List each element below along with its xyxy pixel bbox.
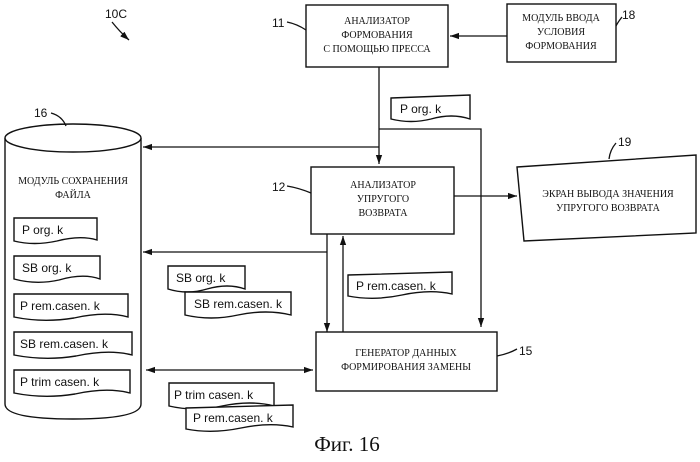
springback-analyzer-line-2: УПРУГОГО [357, 194, 409, 205]
flow-doc-p-rem-bottom: P rem.casen. k [186, 405, 293, 431]
file-storage-cylinder-top [5, 124, 141, 152]
flow-doc-p-rem-bottom-label: P rem.casen. k [193, 411, 274, 425]
stored-file-p-trim-label: P trim casen. k [20, 375, 100, 389]
press-forming-analyzer-ref-leader [287, 22, 306, 30]
replacement-data-generator-ref-leader [497, 349, 517, 356]
stored-file-sb-org-label: SB org. k [22, 261, 72, 275]
figure-ref-arrow [112, 22, 129, 40]
flow-doc-p-trim: P trim casen. k [169, 383, 274, 409]
stored-file-sb-rem-label: SB rem.casen. k [20, 337, 109, 351]
press-forming-analyzer-line-2: ФОРМОВАНИЯ [341, 30, 413, 41]
flow-doc-sb-org: SB org. k [168, 266, 245, 292]
springback-analyzer-line-1: АНАЛИЗАТОР [350, 180, 416, 191]
flow-doc-sb-org-label: SB org. k [176, 271, 226, 285]
flow-doc-p-trim-label: P trim casen. k [174, 388, 254, 402]
flow-doc-sb-rem: SB rem.casen. k [185, 292, 291, 318]
forming-condition-input-line-1: МОДУЛЬ ВВОДА [522, 13, 600, 24]
flow-doc-sb-rem-label: SB rem.casen. k [194, 297, 283, 311]
file-storage-ref: 16 [34, 106, 48, 120]
forming-condition-input-line-2: УСЛОВИЯ [537, 27, 585, 38]
springback-output-screen-block: ЭКРАН ВЫВОДА ЗНАЧЕНИЯ УПРУГОГО ВОЗВРАТА [517, 155, 696, 241]
springback-analyzer-ref-leader [287, 186, 311, 193]
file-storage-title-line-1: МОДУЛЬ СОХРАНЕНИЯ [18, 176, 128, 187]
springback-output-screen-ref: 19 [618, 135, 632, 149]
figure-caption: Фиг. 16 [314, 432, 380, 456]
file-storage-title-line-2: ФАЙЛА [55, 189, 91, 201]
press-forming-analyzer-block: АНАЛИЗАТОР ФОРМОВАНИЯ С ПОМОЩЬЮ ПРЕССА [306, 5, 448, 67]
forming-condition-input-block: МОДУЛЬ ВВОДА УСЛОВИЯ ФОРМОВАНИЯ [507, 4, 616, 62]
stored-file-p-rem-label: P rem.casen. k [20, 299, 101, 313]
springback-output-screen-line-2: УПРУГОГО ВОЗВРАТА [556, 203, 661, 214]
springback-analyzer-ref: 12 [272, 180, 286, 194]
springback-analyzer-line-3: ВОЗВРАТА [358, 208, 408, 219]
springback-analyzer-block: АНАЛИЗАТОР УПРУГОГО ВОЗВРАТА [311, 167, 454, 234]
springback-output-screen-ref-leader [609, 143, 616, 159]
replacement-data-generator-line-1: ГЕНЕРАТОР ДАННЫХ [355, 348, 457, 359]
forming-condition-input-ref: 18 [622, 8, 636, 22]
stored-file-p-org-label: P org. k [22, 223, 64, 237]
flow-doc-p-org: P org. k [391, 95, 470, 122]
press-forming-analyzer-line-3: С ПОМОЩЬЮ ПРЕССА [323, 44, 431, 55]
springback-output-screen-line-1: ЭКРАН ВЫВОДА ЗНАЧЕНИЯ [542, 189, 674, 200]
replacement-data-generator-line-2: ФОРМИРОВАНИЯ ЗАМЕНЫ [341, 362, 471, 373]
flow-doc-p-org-label: P org. k [400, 102, 442, 116]
replacement-data-generator-block: ГЕНЕРАТОР ДАННЫХ ФОРМИРОВАНИЯ ЗАМЕНЫ [316, 332, 497, 391]
press-forming-analyzer-ref: 11 [272, 16, 285, 30]
flow-doc-p-rem-mid-label: P rem.casen. k [356, 279, 437, 293]
press-forming-analyzer-line-1: АНАЛИЗАТОР [344, 16, 410, 27]
file-storage-cylinder: МОДУЛЬ СОХРАНЕНИЯ ФАЙЛА P org. k SB org.… [5, 124, 141, 419]
figure-ref-label: 10C [105, 7, 127, 21]
flow-doc-p-rem-mid: P rem.casen. k [348, 272, 452, 298]
replacement-data-generator-ref: 15 [519, 344, 533, 358]
forming-condition-input-line-3: ФОРМОВАНИЯ [525, 41, 597, 52]
